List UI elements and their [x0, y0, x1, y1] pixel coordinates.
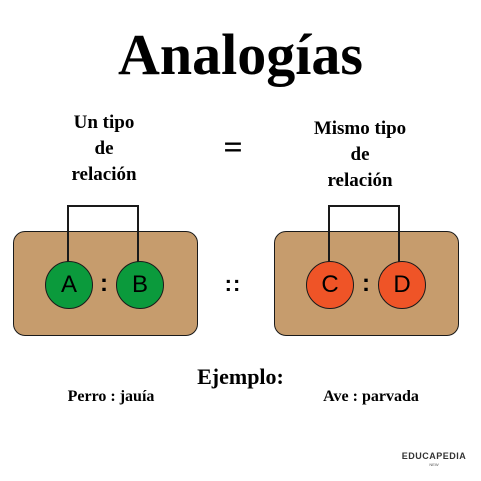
right-relation-label-line: de	[350, 144, 370, 165]
brand-logo: EDUCAPEDIA	[401, 451, 467, 461]
term-c-label: C	[321, 271, 339, 298]
brand-tagline: NEW	[429, 462, 439, 467]
right-relation-bracket	[328, 205, 400, 263]
term-a-label: A	[60, 271, 77, 298]
example-left: Perro : jauía	[67, 388, 155, 405]
term-d-circle: D	[378, 261, 426, 309]
left-relation-label-line: Un tipo	[73, 112, 135, 133]
page-title: Analogías	[118, 22, 363, 87]
right-relation-label-line: relación	[327, 170, 393, 191]
right-pair-box	[274, 231, 459, 336]
right-relation-label: Mismo tipo de relación	[280, 116, 440, 194]
left-pair-colon: :	[100, 270, 108, 297]
term-c-circle: C	[306, 261, 354, 309]
proportion-sign: ::	[224, 271, 242, 296]
left-relation-label-line: de	[94, 138, 114, 159]
example-title: Ejemplo:	[197, 364, 284, 389]
left-relation-label: Un tipo de relación	[24, 110, 184, 188]
left-relation-label-line: relación	[71, 164, 137, 185]
term-a-circle: A	[45, 261, 93, 309]
left-relation-bracket	[67, 205, 139, 263]
right-pair-colon: :	[362, 270, 370, 297]
left-pair-box	[13, 231, 198, 336]
equals-sign: =	[223, 129, 243, 166]
term-b-circle: B	[116, 261, 164, 309]
term-b-label: B	[131, 271, 148, 298]
right-relation-label-line: Mismo tipo	[313, 118, 407, 139]
term-d-label: D	[393, 271, 411, 298]
example-right: Ave : parvada	[323, 388, 419, 405]
